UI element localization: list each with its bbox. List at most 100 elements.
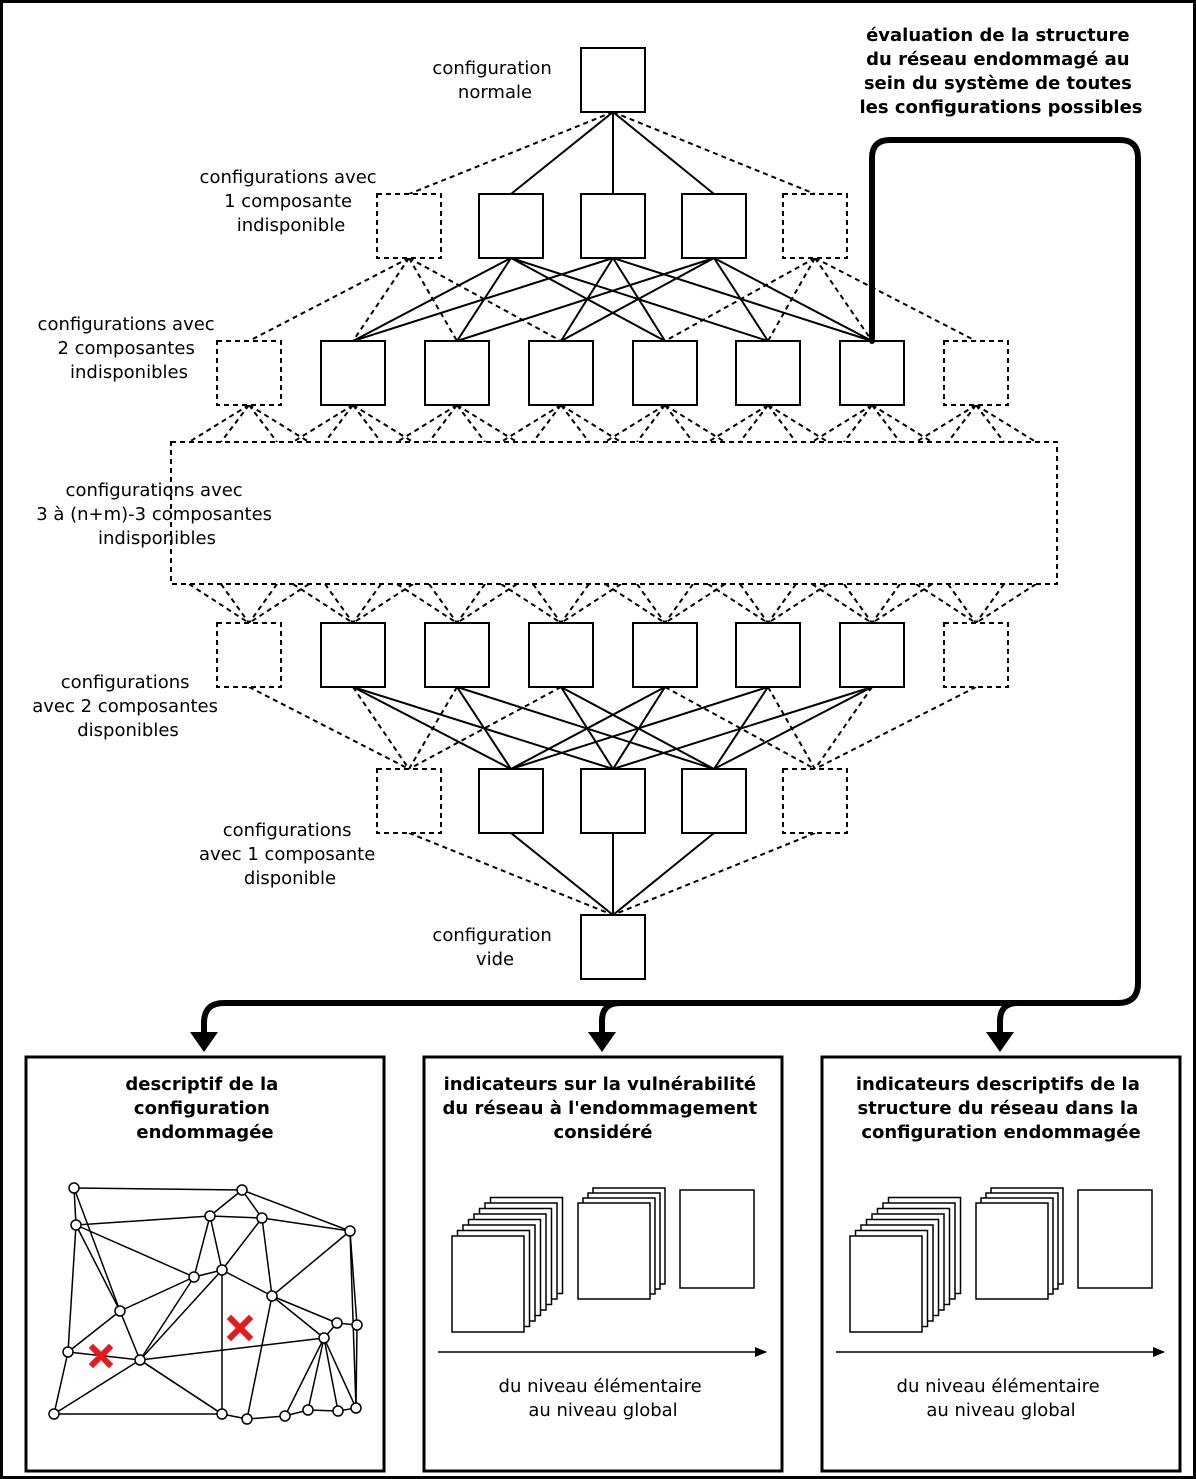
- lattice-edge: [713, 686, 873, 770]
- lattice-edge: [188, 583, 250, 624]
- level1-configuration-box: [478, 193, 544, 259]
- network-edge: [209, 1215, 263, 1219]
- lattice-edge: [248, 404, 310, 443]
- lattice-edge: [352, 404, 414, 443]
- lattice-edge: [975, 404, 1005, 443]
- level4-label-line: configurations: [61, 672, 190, 693]
- lattice-edge: [560, 257, 715, 342]
- lattice-edge: [352, 686, 410, 770]
- level4-configuration-box: [216, 622, 282, 688]
- lattice-edge: [814, 686, 873, 770]
- lattice-edge: [871, 583, 933, 624]
- lattice-edge: [352, 404, 382, 443]
- lattice-edge: [560, 404, 590, 443]
- level5-label-line: disponible: [244, 868, 336, 889]
- network-node: [216, 1264, 228, 1276]
- lattice-edge: [560, 404, 622, 443]
- evaluation-flow-path: [201, 137, 1141, 1043]
- lattice-edge: [456, 257, 715, 342]
- damaged-panel-title: descriptif de la configuration endommagé…: [125, 1074, 284, 1143]
- network-node: [188, 1271, 200, 1283]
- network-edge: [271, 1295, 325, 1339]
- lattice-edge: [408, 832, 614, 916]
- structure-panel-title-line: indicateurs descriptifs de la: [856, 1074, 1140, 1095]
- failure-cross-stroke: [226, 1314, 254, 1342]
- network-edge: [221, 1217, 263, 1271]
- network-edge: [75, 1215, 211, 1226]
- global-indicator-page: [1077, 1189, 1153, 1289]
- middle-label-line: configurations avec: [66, 480, 243, 501]
- lattice-edge: [352, 686, 614, 770]
- lattice-edge: [664, 583, 694, 624]
- lattice-edge: [871, 583, 901, 624]
- lattice-edge: [428, 404, 458, 443]
- lattice-boxes: [216, 47, 1009, 980]
- damaged-network-graph: [48, 1182, 363, 1425]
- lattice-edge: [612, 832, 816, 916]
- lattice-edge: [396, 583, 458, 624]
- indicator-page-stacks: [451, 1187, 1153, 1333]
- level2-configuration-box: [216, 340, 282, 406]
- lattice-edge: [352, 257, 614, 342]
- level2-configuration-box: [424, 340, 490, 406]
- level4-configuration-box: [424, 622, 490, 688]
- network-edge: [355, 1324, 358, 1409]
- vulnerability-panel-title-line: du réseau à l'endommagement: [443, 1098, 758, 1119]
- elementary-indicator-page: [849, 1235, 923, 1333]
- level4-label: configurations avec 2 composantes dispon…: [32, 672, 224, 741]
- damaged-configuration-panel: [24, 1055, 386, 1473]
- level2-configuration-box: [632, 340, 698, 406]
- lattice-edge: [947, 583, 977, 624]
- network-edge: [119, 1310, 141, 1361]
- lattice-edge: [188, 404, 250, 443]
- network-edge: [119, 1276, 195, 1312]
- level4-configuration-box: [735, 622, 801, 688]
- network-node: [351, 1319, 363, 1331]
- lattice-edge: [707, 583, 769, 624]
- lattice-edge: [456, 686, 715, 770]
- network-edge: [75, 1224, 195, 1278]
- lattice-edge: [767, 583, 797, 624]
- network-node: [114, 1305, 126, 1317]
- lattice-edge: [975, 404, 1037, 443]
- evaluation-label: évaluation de la structure du réseau end…: [859, 25, 1142, 118]
- network-node: [318, 1332, 330, 1344]
- level5-label-line: avec 1 composante: [199, 844, 375, 865]
- lattice-edge: [767, 686, 816, 770]
- level1-label: configurations avec 1 composante indispo…: [200, 167, 383, 236]
- level5-configuration-box: [782, 768, 848, 834]
- lattice-edge: [664, 583, 726, 624]
- network-edge: [73, 1187, 121, 1312]
- lattice-edge: [500, 404, 562, 443]
- network-edge: [323, 1337, 357, 1409]
- lattice-edge: [814, 257, 977, 342]
- level6-label-line: configuration: [432, 925, 551, 946]
- level2-configuration-box: [943, 340, 1009, 406]
- level2-label-line: 2 composantes: [57, 338, 194, 359]
- network-edge: [349, 1230, 357, 1409]
- level5-configuration-box: [681, 768, 747, 834]
- arrow-down-icon: [986, 1032, 1014, 1052]
- lattice-edge: [843, 583, 873, 624]
- level4-configuration-box: [320, 622, 386, 688]
- lattice-edge: [947, 404, 977, 443]
- vulnerability-panel-title: indicateurs sur la vulnérabilité du rése…: [443, 1074, 764, 1143]
- lattice-edge: [292, 404, 354, 443]
- lattice-edge: [871, 404, 933, 443]
- failure-cross-icon: [88, 1343, 114, 1369]
- lattice-edge: [814, 257, 873, 342]
- lattice-edge: [352, 583, 382, 624]
- level4-configuration-box: [632, 622, 698, 688]
- network-node: [302, 1404, 314, 1416]
- level0-label-line: configuration: [432, 58, 551, 79]
- lattice-edge: [408, 111, 614, 195]
- network-node: [236, 1184, 248, 1196]
- network-edge: [209, 1215, 223, 1271]
- network-edge: [67, 1310, 121, 1353]
- network-edge: [139, 1276, 195, 1361]
- level2-label-line: indisponibles: [70, 362, 188, 383]
- evaluation-label-line: les configurations possibles: [859, 97, 1142, 118]
- arrow-down-icon: [190, 1032, 218, 1052]
- vulnerability-axis-label-line: au niveau global: [528, 1400, 677, 1421]
- network-edge: [307, 1337, 325, 1411]
